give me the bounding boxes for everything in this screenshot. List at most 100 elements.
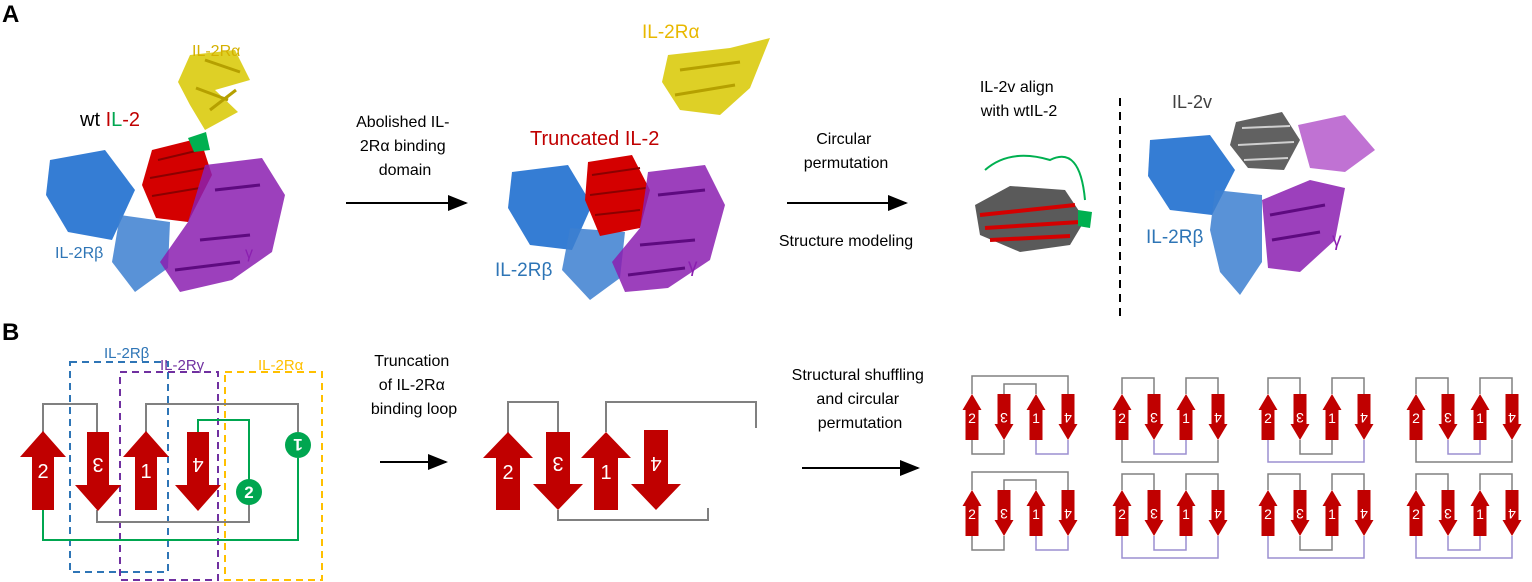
topology-strand-label: 2 [1412,506,1420,522]
wt-strand-1-label: 1 [140,461,151,483]
topology-strand [962,490,982,536]
topology-strand [1354,490,1374,536]
topology-connector [971,375,1069,394]
topology-strand [1112,490,1132,536]
topology-strand-label: 3 [1150,506,1158,522]
topology-connector [971,471,1069,490]
gamma-label-1: γ [245,245,253,262]
topology-strand [1354,394,1374,440]
topology-strand [1470,490,1490,536]
topology-strand-label: 4 [1214,506,1222,522]
topology-strand [1208,394,1228,440]
trunc-strand-1-label: 1 [600,462,611,484]
topology-connector [1479,377,1513,394]
topology-strand [1058,490,1078,536]
topology-strand-label: 3 [1000,506,1008,522]
box-il2rg-label: IL-2Rγ [160,357,205,374]
topology-strand-label: 2 [1264,506,1272,522]
topology-strand-label: 4 [1508,506,1516,522]
il2rb-label-1: IL-2Rβ [55,245,103,262]
topology-connector [1003,479,1037,490]
topology-connector [1415,536,1513,559]
topology-strand-label: 4 [1360,506,1368,522]
gamma-label-2: γ [688,256,698,277]
arrow-b1-caption: Truncation of IL-2Rα binding loop [371,353,457,418]
topology-connector [1331,473,1365,490]
topology-strand [1502,490,1522,536]
wt-strand-3 [75,432,121,511]
topology-strand-label: 2 [968,410,976,426]
topology-connector [1035,536,1069,551]
topology-strand-label: 3 [1150,410,1158,426]
gamma-label-3: γ [1332,230,1342,251]
box-il2rg [119,371,219,581]
topology-strand [1144,490,1164,536]
il2v-complex-structure [1148,112,1375,295]
topology-connector [1121,377,1155,394]
topology-strand [1322,490,1342,536]
topology-strand-label: 2 [1118,506,1126,522]
panel-b-letter: B [2,319,19,346]
loop-marker-2-label: 2 [244,483,253,502]
box-il2ra [224,371,323,581]
il2rb-label-2: IL-2Rβ [495,260,552,281]
topology-connector [1121,440,1219,463]
topology-connector [1267,536,1365,559]
topology-connector [1267,440,1365,463]
trunc-strand-2-label: 2 [502,462,513,484]
topology-strand-label: 3 [1444,506,1452,522]
topology-strand [1026,394,1046,440]
topology-strand [1438,394,1458,440]
topology-connector [1415,377,1449,394]
topology-strand [1258,394,1278,440]
topology-connector [1153,440,1187,455]
topology-strand [1290,394,1310,440]
topology-strand-label: 4 [1508,410,1516,426]
topology-connector [1267,473,1301,490]
topology-connector [1299,440,1333,455]
topology-strand [994,490,1014,536]
topology-strand-label: 2 [968,506,976,522]
topology-strand [1112,394,1132,440]
topology-strand [1258,490,1278,536]
wt-strand-2 [20,431,66,510]
topology-strand [1406,490,1426,536]
topology-connector [1153,536,1187,551]
topology-strand [962,394,982,440]
topology-strand-label: 3 [1000,410,1008,426]
truncated-topology-connectors [507,401,757,521]
trunc-strand-1 [581,432,631,510]
topology-strand-label: 3 [1444,410,1452,426]
loop-marker-1-label: 1 [293,435,302,454]
wt-topology-connectors [42,403,299,541]
topology-connector [1331,377,1365,394]
topology-strand [1470,394,1490,440]
truncated-complex-structure [508,38,770,300]
wt-strand-2-label: 2 [37,461,48,483]
topology-strand-label: 1 [1328,410,1336,426]
topology-strand-label: 1 [1328,506,1336,522]
topology-connector [1121,536,1219,559]
box-il2rb [69,361,169,573]
topology-strand [1176,490,1196,536]
topology-strand [1208,490,1228,536]
il2ra-label-2: IL-2Rα [642,22,699,43]
truncated-il2-label: Truncated IL-2 [530,128,659,150]
topology-strand-label: 1 [1182,410,1190,426]
topology-connector [1447,536,1481,551]
loop-marker-1 [285,432,311,458]
topology-strand-label: 3 [1296,506,1304,522]
topology-strand [1026,490,1046,536]
align-caption: IL-2v align with wtIL-2 [980,79,1058,120]
arrow-b2-caption: Structural shuffling and circular permut… [792,367,929,432]
topology-connector [1185,473,1219,490]
topology-connector [1415,440,1513,463]
arrow1-caption: Abolished IL- 2Rα binding domain [356,114,454,179]
topology-strand [1322,394,1342,440]
topology-connector [971,440,1005,455]
